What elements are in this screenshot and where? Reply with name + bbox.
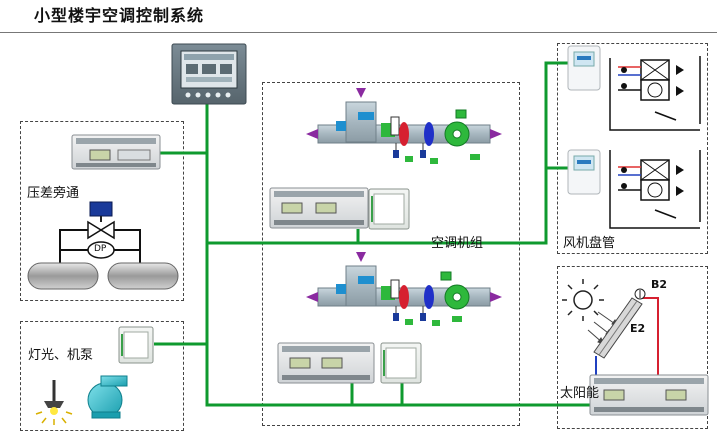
bypass-label: 压差旁通 [27,186,80,201]
solar-controller [589,374,709,416]
ahu-upper-controller [269,187,369,229]
lighting-pumps-label: 灯光、机泵 [28,348,94,363]
fan-coil-unit-1 [609,56,701,131]
dp-sensor [87,241,115,259]
fan-coil-thermostat-1 [567,45,601,91]
tank-right [107,262,179,290]
sensor-b2-label: B2 [651,278,668,291]
sun-icon [562,279,604,321]
bypass-valve-actuator [87,201,115,240]
lighting-pumps-zone [20,321,184,431]
communication-bus [154,61,666,407]
ahu-lower-io-panel [380,342,422,384]
bypass-zone [20,121,184,301]
ahu-lower-controller [277,342,375,384]
sensor-b2 [634,288,646,300]
solar-collector [593,297,643,359]
fan-coil-thermostat-2 [567,149,601,195]
tank-left [27,262,99,290]
lamp-icon [35,380,73,425]
ahu-upper-io-panel [368,188,410,230]
sensor-e2-label: E2 [630,322,646,335]
ahu-zone [262,82,520,426]
bypass-piping [59,229,141,265]
pump-icon [87,375,128,419]
fan-coil-zone [557,43,708,254]
bypass-controller [71,134,161,170]
ahu-lower [306,252,502,326]
dp-label: DP [94,244,107,254]
io-module-lighting [118,326,154,364]
solar-label: 太阳能 [560,386,600,401]
fan-coil-label: 风机盘管 [563,236,616,251]
solar-zone [557,266,708,429]
hmi-touch-panel [171,43,247,105]
fan-coil-unit-2 [609,150,701,229]
ahu-upper [306,88,502,164]
solar-piping [595,297,659,378]
title-divider [0,32,717,33]
ahu-label: 空调机组 [431,236,484,251]
page-title: 小型楼宇空调控制系统 [34,6,205,25]
